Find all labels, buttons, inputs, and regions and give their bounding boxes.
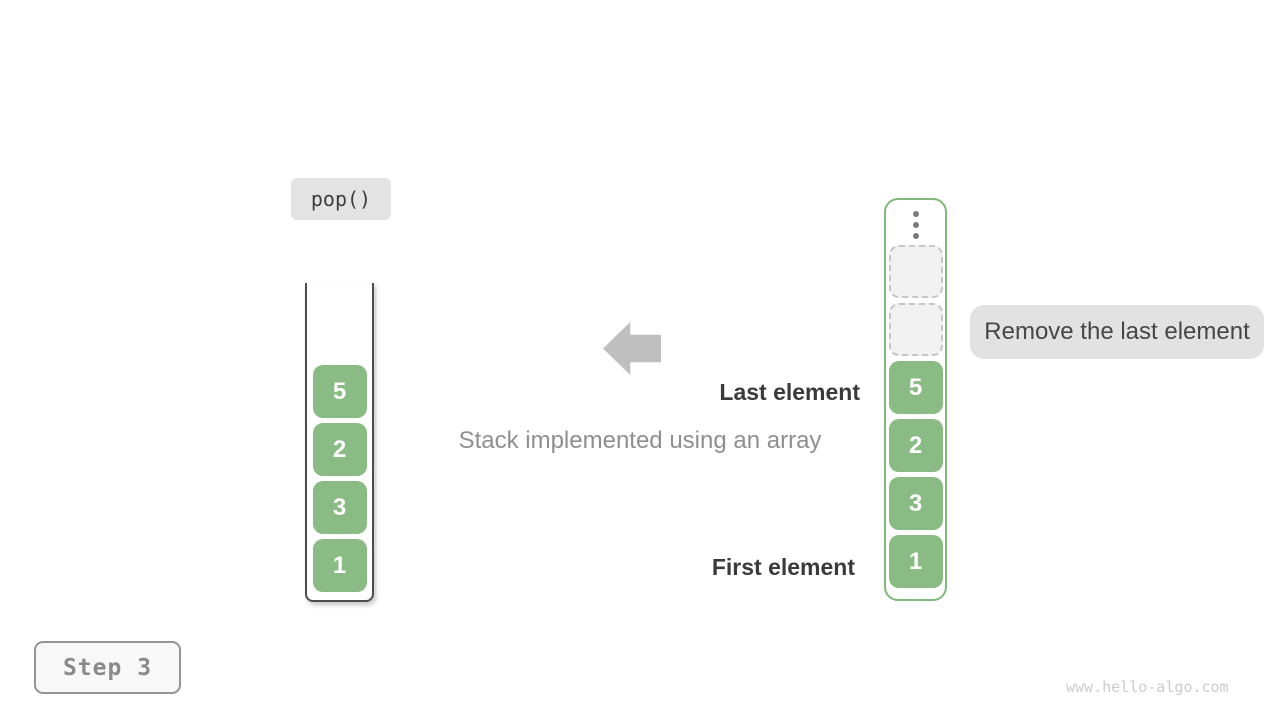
step-badge: Step 3 — [34, 641, 181, 694]
stack-cell: 1 — [312, 539, 367, 592]
operation-label: pop() — [291, 178, 391, 220]
stack-cell: 5 — [312, 365, 367, 418]
diagram-caption: Stack implemented using an array — [458, 427, 822, 454]
empty-slot — [888, 245, 943, 298]
array-cell: 3 — [888, 477, 943, 530]
ellipsis-icon — [912, 209, 919, 240]
array-cell: 5 — [888, 361, 943, 414]
empty-slot — [888, 303, 943, 356]
last-element-label: Last element — [719, 379, 860, 405]
array-cell: 1 — [888, 535, 943, 588]
stack-cell: 3 — [312, 481, 367, 534]
left-arrow-icon — [603, 322, 661, 375]
first-element-label: First element — [711, 554, 855, 580]
array-cell: 2 — [888, 419, 943, 472]
watermark: www.hello-algo.com — [1066, 678, 1229, 696]
stack-cell: 2 — [312, 423, 367, 476]
annotation-label: Remove the last element — [970, 305, 1264, 359]
stack-container: 5 2 3 1 — [305, 283, 374, 602]
array-container: 5 2 3 1 — [884, 198, 947, 601]
